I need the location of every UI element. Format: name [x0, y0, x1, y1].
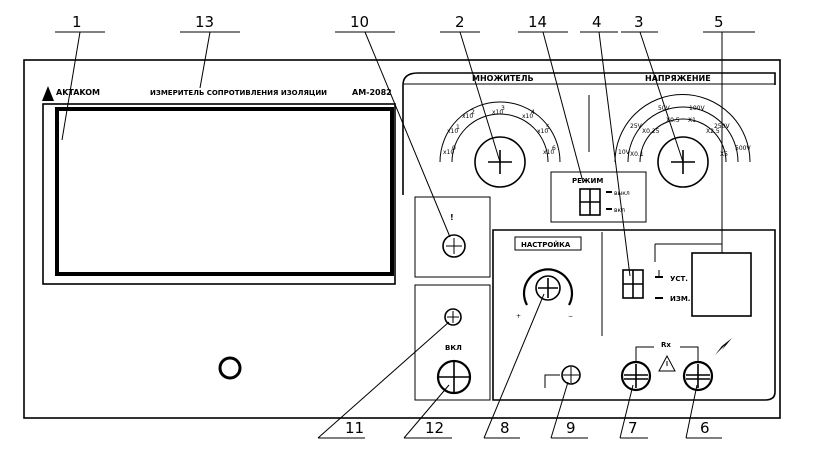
callout-9: 9: [566, 419, 576, 437]
callout-11: 11: [345, 419, 364, 437]
callout-2: 2: [455, 13, 465, 31]
high-voltage-icon: [715, 338, 732, 355]
model-label: АМ-2082: [352, 88, 392, 97]
header: AKTAKOM ИЗМЕРИТЕЛЬ СОПРОТИВЛЕНИЯ ИЗОЛЯЦИ…: [42, 86, 392, 101]
svg-text:x10: x10: [462, 113, 473, 120]
svg-text:5: 5: [546, 124, 550, 131]
svg-text:X1: X1: [688, 117, 696, 124]
svg-text:x10: x10: [492, 109, 503, 116]
voltage-title: НАПРЯЖЕНИЕ: [645, 74, 711, 83]
device-title: ИЗМЕРИТЕЛЬ СОПРОТИВЛЕНИЯ ИЗОЛЯЦИИ: [150, 89, 327, 97]
callout-14: 14: [528, 13, 547, 31]
callout-8: 8: [500, 419, 510, 437]
callout-6: 6: [700, 419, 710, 437]
warning-lamp: [442, 234, 466, 258]
svg-text:x10: x10: [447, 128, 458, 135]
warning-triangle-icon: [658, 354, 676, 372]
multiplier-knob[interactable]: [474, 136, 526, 188]
power-label: ВКЛ: [445, 344, 462, 352]
svg-text:10V: 10V: [618, 149, 631, 156]
svg-text:вкл: вкл: [614, 207, 625, 214]
upper-section-frame: [402, 72, 776, 195]
display-screen: [55, 107, 394, 276]
callout-numbers: 1 13 10 2 14 4 3 5 11 12 8 9 7 6: [72, 13, 724, 437]
svg-text:50V: 50V: [658, 105, 671, 112]
svg-text:2: 2: [471, 109, 475, 116]
warning-panel: [414, 196, 491, 278]
brand-name: AKTAKOM: [56, 88, 100, 97]
display-bezel: [42, 103, 396, 285]
adjust-title: НАСТРОЙКА: [521, 240, 571, 249]
callout-4: 4: [592, 13, 602, 31]
indicator-window: [691, 252, 752, 317]
brand-logo-icon: [42, 86, 54, 101]
rx-terminal-plus[interactable]: [682, 360, 714, 392]
mode-switch-group: РЕЖИМ выкл вкл: [550, 171, 647, 223]
svg-text:100V: 100V: [689, 105, 705, 112]
callout-13: 13: [195, 13, 214, 31]
svg-text:500V: 500V: [735, 145, 751, 152]
lower-section-frame: [492, 229, 776, 401]
svg-text:X2.5: X2.5: [706, 128, 720, 135]
ground-terminal[interactable]: [544, 365, 581, 388]
svg-text:1: 1: [456, 124, 460, 131]
svg-text:6: 6: [552, 145, 556, 152]
voltage-dial[interactable]: 10V 25V 50V 100V 250V 500V X0.1 X0.25 X0…: [614, 94, 751, 188]
callout-1: 1: [72, 13, 82, 31]
svg-text:4: 4: [531, 109, 535, 116]
multiplier-title: МНОЖИТЕЛЬ: [472, 74, 534, 83]
svg-text:выкл: выкл: [614, 190, 630, 197]
svg-text:0: 0: [452, 145, 456, 152]
rx-label: Rx: [661, 341, 671, 349]
svg-text:x10: x10: [537, 128, 548, 135]
measure-label: ИЗМ.: [670, 295, 690, 303]
svg-text:x10: x10: [443, 149, 454, 156]
round-indicator: [218, 356, 242, 380]
svg-text:25V: 25V: [630, 123, 643, 130]
callout-5: 5: [714, 13, 724, 31]
adjust-knob[interactable]: [522, 268, 574, 306]
set-label: УСТ.: [670, 275, 688, 283]
power-lamp: [444, 308, 462, 326]
svg-text:3: 3: [501, 105, 505, 112]
svg-text:−: −: [568, 313, 573, 320]
voltage-knob[interactable]: [657, 136, 709, 188]
callout-3: 3: [634, 13, 644, 31]
power-panel: [414, 284, 491, 401]
warning-symbol: !: [450, 213, 454, 222]
callout-7: 7: [628, 419, 638, 437]
svg-text:x10: x10: [543, 149, 554, 156]
svg-text:X5: X5: [720, 151, 728, 158]
svg-text:X0.25: X0.25: [642, 128, 660, 135]
mode-title: РЕЖИМ: [572, 177, 603, 185]
callout-leaders: [55, 31, 755, 439]
svg-text:X0.5: X0.5: [666, 117, 680, 124]
rx-terminal-minus[interactable]: [620, 360, 652, 392]
svg-text:x10: x10: [522, 113, 533, 120]
front-panel: [23, 59, 781, 419]
power-button[interactable]: [436, 359, 472, 395]
svg-text:+: +: [516, 313, 521, 320]
callout-10: 10: [350, 13, 369, 31]
svg-text:X0.1: X0.1: [630, 151, 644, 158]
callout-12: 12: [425, 419, 444, 437]
